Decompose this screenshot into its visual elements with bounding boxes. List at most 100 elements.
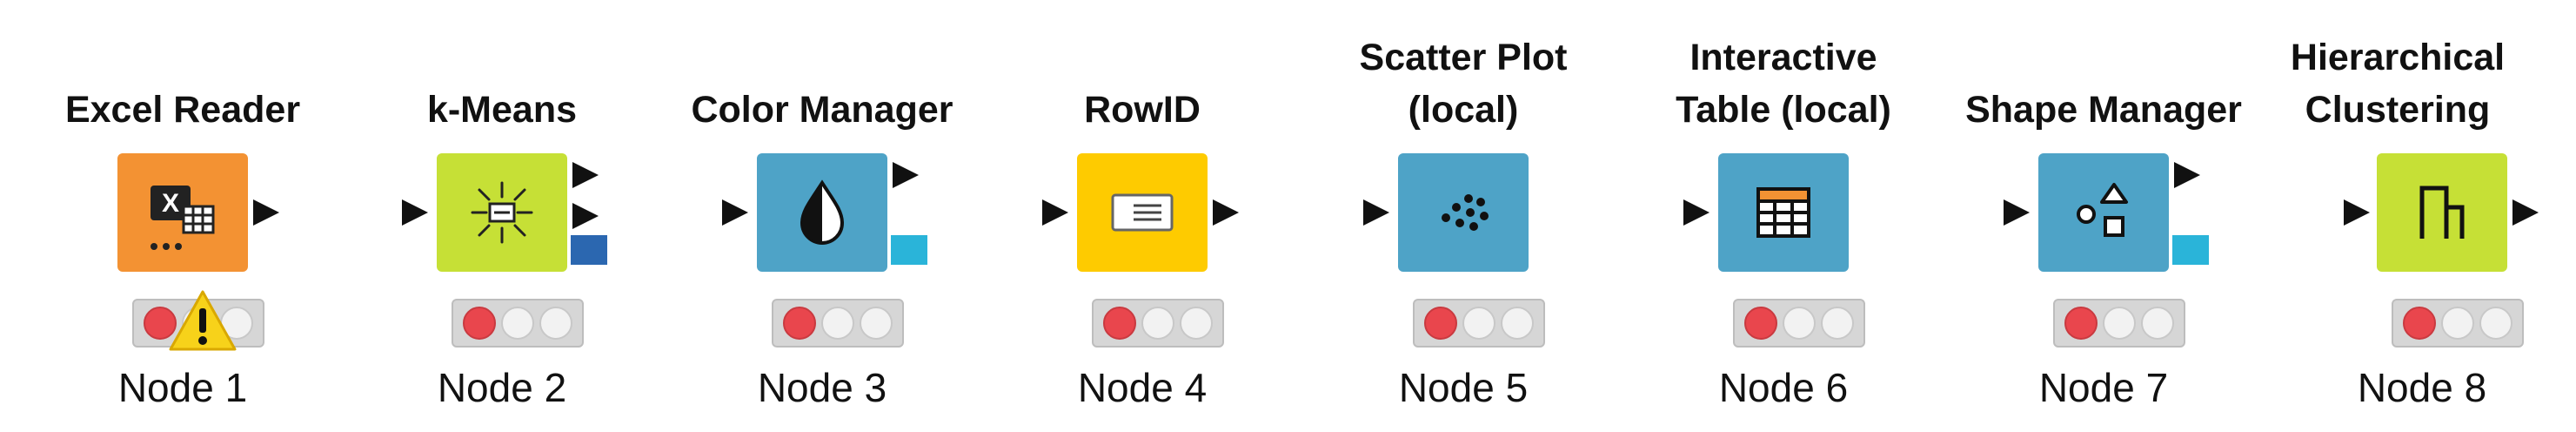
node-title: Excel Reader <box>22 16 344 136</box>
node-title-line: Table (local) <box>1676 89 1891 131</box>
status-red-light <box>1424 307 1457 340</box>
status-red-light <box>144 307 177 340</box>
input-port[interactable] <box>1363 199 1389 226</box>
node-label[interactable]: Node 6 <box>1718 365 1849 410</box>
status-green-light <box>539 307 572 340</box>
status-red-light <box>1744 307 1777 340</box>
node-title: Color Manager <box>661 16 983 136</box>
node-box-shape-manager[interactable] <box>2038 153 2169 272</box>
output-port[interactable] <box>1213 199 1239 226</box>
node-box-scatter-plot[interactable] <box>1398 153 1529 272</box>
node-excel-reader[interactable]: Excel Reader X <box>22 0 344 432</box>
node-k-means[interactable]: k-Means <box>341 0 663 432</box>
status-red-light <box>463 307 496 340</box>
status-red-light <box>2403 307 2436 340</box>
excel-reader-icon: X <box>151 186 215 250</box>
warning-icon[interactable] <box>168 289 238 352</box>
node-status-traffic-light <box>452 299 584 348</box>
color-manager-icon <box>800 179 845 245</box>
node-title-line: Scatter Plot <box>1359 37 1568 78</box>
hierarchical-clustering-icon <box>2377 153 2507 272</box>
node-label[interactable]: Node 8 <box>2357 365 2487 410</box>
node-status-traffic-light <box>772 299 904 348</box>
node-title: Shape Manager <box>1943 16 2265 136</box>
input-port[interactable] <box>402 199 428 226</box>
shape-manager-icon <box>2077 183 2128 237</box>
svg-text:X: X <box>162 189 179 218</box>
node-color-manager[interactable]: Color Manager Node 3 <box>661 0 983 432</box>
node-label[interactable]: Node 4 <box>1077 365 1208 410</box>
output-port-data[interactable] <box>2174 162 2200 188</box>
node-hierarchical-clustering[interactable]: Hierarchical Clustering Node 8 <box>2232 0 2563 432</box>
input-port[interactable] <box>1042 199 1068 226</box>
input-port[interactable] <box>722 199 748 226</box>
input-port[interactable] <box>1683 199 1710 226</box>
status-yellow-light <box>501 307 534 340</box>
node-box-color-manager[interactable] <box>757 153 887 272</box>
status-green-light <box>2141 307 2174 340</box>
node-box-hierarchical-clustering[interactable] <box>2377 153 2507 272</box>
node-box-rowid[interactable] <box>1077 153 1208 272</box>
node-status-traffic-light <box>1733 299 1865 348</box>
status-green-light <box>1180 307 1213 340</box>
output-port-cluster[interactable] <box>572 162 599 188</box>
status-yellow-light <box>1783 307 1816 340</box>
node-label[interactable]: Node 2 <box>437 365 567 410</box>
node-title: Interactive Table (local) <box>1623 16 1944 136</box>
node-title: Hierarchical Clustering <box>2232 16 2563 136</box>
color-model-output-port[interactable] <box>891 235 927 265</box>
output-port-data[interactable] <box>572 203 599 229</box>
output-port[interactable] <box>253 199 279 226</box>
input-port[interactable] <box>2344 199 2370 226</box>
node-box-excel-reader[interactable]: X <box>117 153 248 272</box>
node-title-line: Hierarchical <box>2290 37 2506 78</box>
output-port[interactable] <box>2512 199 2539 226</box>
node-box-k-means[interactable] <box>437 153 567 272</box>
node-label[interactable]: Node 3 <box>757 365 887 410</box>
node-title-line: Color Manager <box>691 89 953 131</box>
node-title: Scatter Plot (local) <box>1302 16 1624 136</box>
status-yellow-light <box>2441 307 2474 340</box>
node-title-line: (local) <box>1408 89 1519 131</box>
node-label[interactable]: Node 7 <box>2038 365 2169 410</box>
status-yellow-light <box>821 307 854 340</box>
node-title-line: Shape Manager <box>1965 89 2242 131</box>
node-status-traffic-light <box>1092 299 1224 348</box>
input-port[interactable] <box>2004 199 2030 226</box>
node-title: k-Means <box>341 16 663 136</box>
node-status-traffic-light <box>2392 299 2524 348</box>
status-green-light <box>2479 307 2512 340</box>
rowid-icon <box>1111 193 1174 232</box>
node-title-line: Excel Reader <box>64 89 301 131</box>
status-red-light <box>1103 307 1136 340</box>
output-port-data[interactable] <box>893 162 919 188</box>
status-yellow-light <box>2103 307 2136 340</box>
node-status-traffic-light <box>2053 299 2185 348</box>
node-title: RowID <box>981 16 1303 136</box>
status-red-light <box>783 307 816 340</box>
node-interactive-table[interactable]: Interactive Table (local) Node 6 <box>1623 0 1944 432</box>
node-box-interactive-table[interactable] <box>1718 153 1849 272</box>
node-label[interactable]: Node 1 <box>117 365 248 410</box>
node-scatter-plot[interactable]: Scatter Plot (local) <box>1302 0 1624 432</box>
k-means-icon <box>471 181 533 244</box>
status-green-light <box>860 307 893 340</box>
model-output-port[interactable] <box>571 235 607 265</box>
node-rowid[interactable]: RowID Node 4 <box>981 0 1303 432</box>
status-green-light <box>1501 307 1534 340</box>
interactive-table-icon <box>1756 187 1810 238</box>
status-green-light <box>1821 307 1854 340</box>
status-yellow-light <box>1462 307 1495 340</box>
scatter-plot-icon <box>1442 194 1489 231</box>
status-yellow-light <box>1141 307 1174 340</box>
node-shape-manager[interactable]: Shape Manager Node 7 <box>1943 0 2265 432</box>
node-title-line: Interactive <box>1689 37 1877 78</box>
node-title-line: RowID <box>1084 89 1201 131</box>
node-status-traffic-light <box>1413 299 1545 348</box>
node-title-line: Clustering <box>2305 89 2491 131</box>
node-title-line: k-Means <box>426 89 578 131</box>
status-red-light <box>2064 307 2098 340</box>
node-label[interactable]: Node 5 <box>1398 365 1529 410</box>
shape-model-output-port[interactable] <box>2172 235 2209 265</box>
